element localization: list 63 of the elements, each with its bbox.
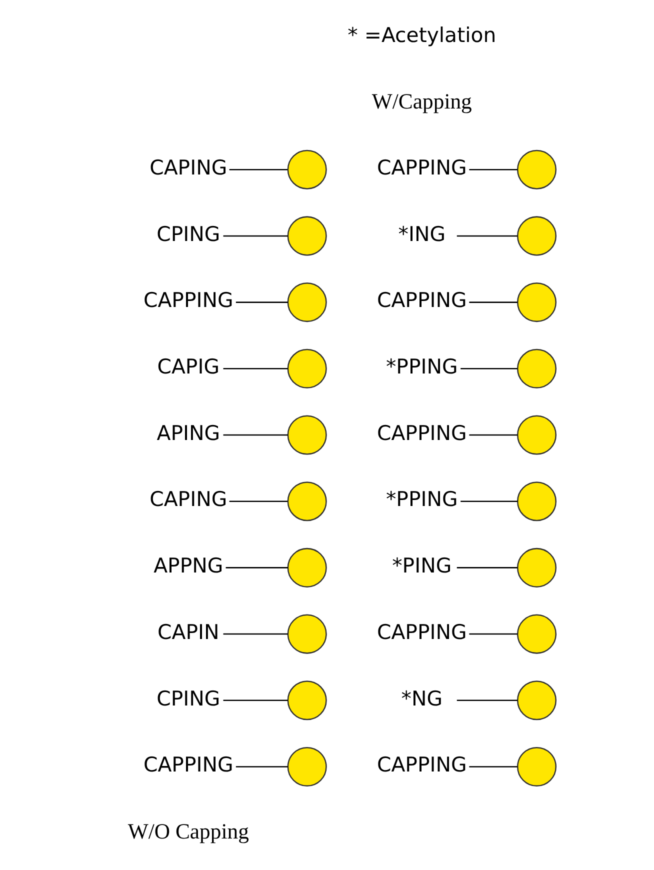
connector [468, 302, 517, 303]
connector [468, 633, 517, 635]
node-text: *PPING [385, 354, 458, 378]
node-circle [286, 348, 326, 388]
node-circle [516, 348, 556, 388]
node-text: *NG [400, 686, 442, 710]
node-text: CAPPING [376, 288, 466, 312]
node-text: CAPPING [376, 752, 466, 777]
node-circle [286, 680, 326, 720]
node-text: CAPIN [157, 620, 219, 644]
node-circle [286, 746, 326, 787]
connector [468, 766, 517, 768]
connector [228, 168, 287, 170]
node-text: CAPPING [376, 620, 466, 644]
node-text: APING [156, 420, 220, 445]
node-circle [286, 415, 326, 455]
connector [222, 235, 288, 237]
node-text: CPING [156, 222, 220, 246]
connector [468, 168, 517, 170]
node-circle [286, 548, 326, 588]
connector [222, 434, 288, 436]
connector [235, 766, 288, 768]
connector [456, 235, 517, 237]
label: W/Capping [371, 89, 472, 114]
node-text: CAPING [149, 155, 227, 180]
node-text: APPNG [153, 554, 223, 578]
node-circle [516, 680, 556, 720]
label: * =Acetylation [347, 22, 496, 47]
node-circle [286, 482, 326, 522]
node-circle [516, 482, 556, 522]
node-circle [286, 216, 326, 256]
connector [222, 700, 288, 702]
connector [222, 368, 288, 370]
node-circle [286, 150, 326, 190]
node-text: CAPING [149, 487, 227, 512]
node-circle [286, 282, 326, 322]
node-text: CAPPING [142, 288, 233, 312]
connector [222, 633, 288, 635]
connector [456, 567, 517, 568]
node-text: CAPPING [376, 155, 466, 180]
node-text: *ING [398, 222, 446, 246]
node-circle [516, 746, 556, 787]
connector [468, 434, 517, 436]
node-circle [516, 282, 556, 322]
connector [228, 500, 287, 502]
node-text: CPING [156, 686, 220, 710]
node-circle [286, 614, 326, 654]
connector [460, 500, 517, 502]
connector [456, 700, 517, 702]
node-text: CAPIG [156, 354, 220, 378]
connector [460, 368, 517, 370]
node-circle [516, 614, 556, 654]
node-text: CAPPING [376, 420, 466, 445]
node-text: CAPPING [142, 752, 233, 777]
node-circle [516, 216, 556, 256]
node-text: *PING [392, 554, 452, 578]
node-circle [516, 548, 556, 588]
node-circle [516, 150, 556, 190]
label: W/O Capping [127, 819, 248, 844]
connector [235, 302, 288, 303]
connector [225, 567, 288, 568]
node-circle [516, 415, 556, 455]
node-text: *PPING [385, 487, 458, 512]
